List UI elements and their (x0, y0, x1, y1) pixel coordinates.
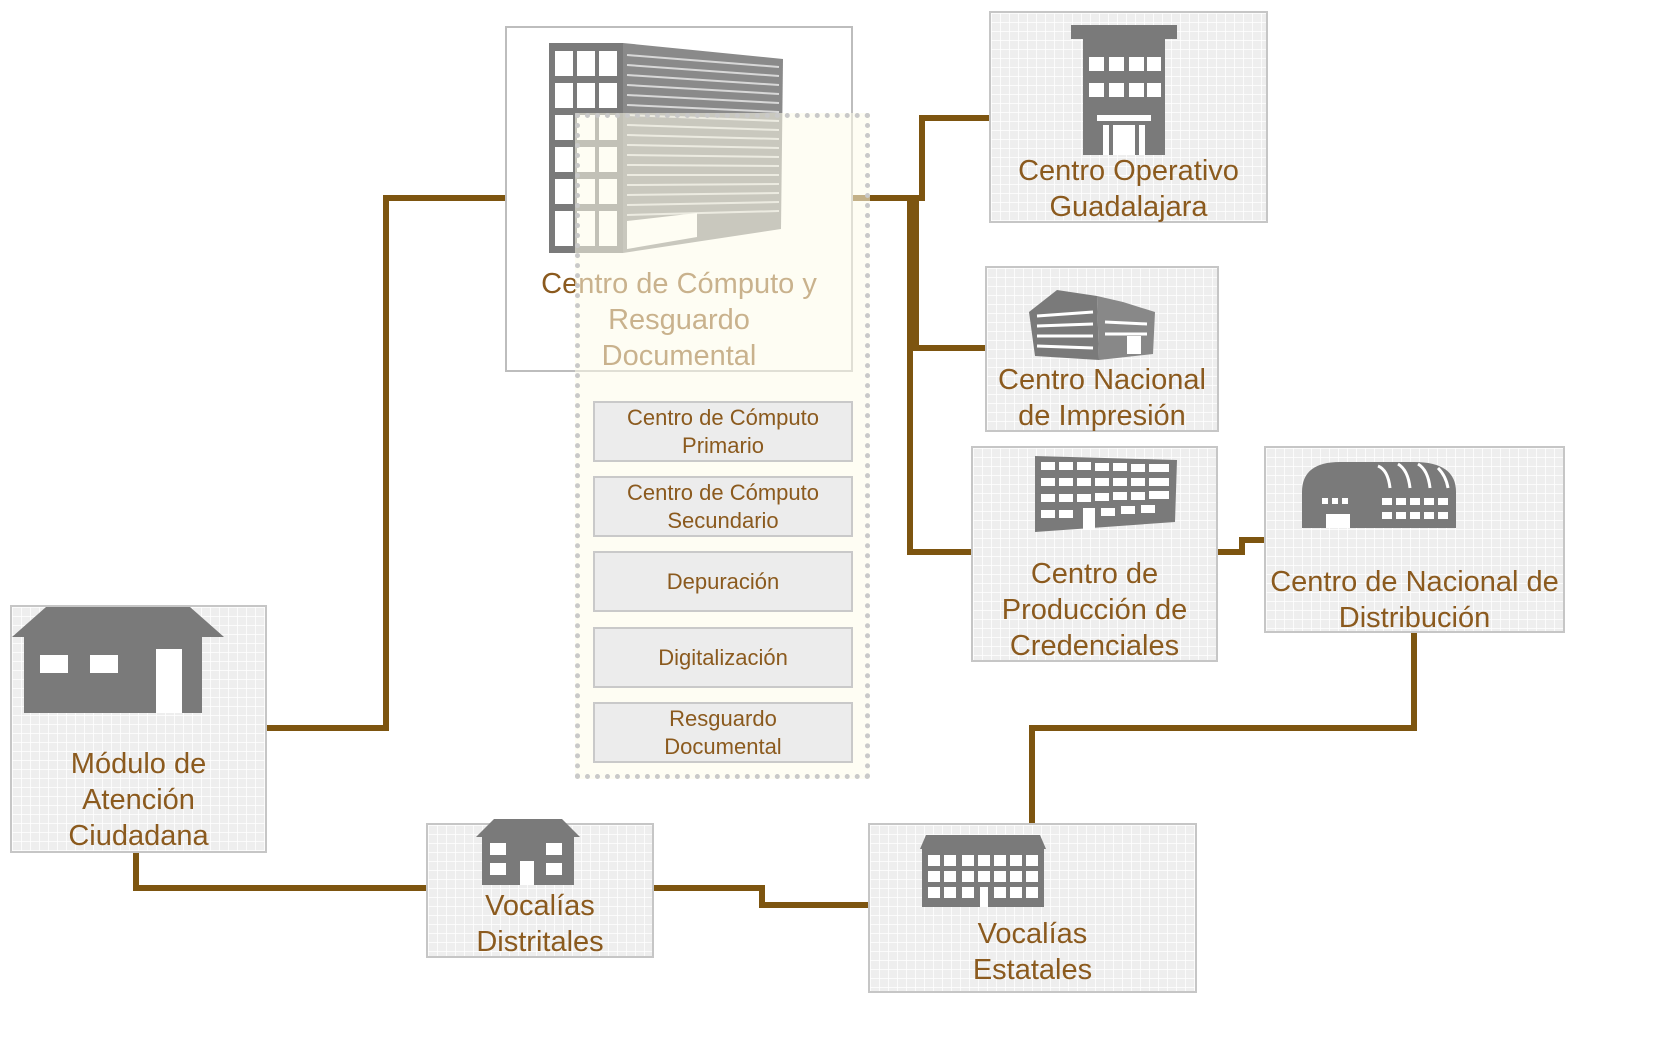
node-centro-distribucion-label: Centro de Nacional de Distribución (1270, 566, 1559, 634)
link-distritales-estatales (653, 885, 868, 908)
node-centro-impresion[interactable]: Centro Nacional de Impresión (985, 266, 1219, 432)
factory-icon (1029, 290, 1155, 360)
node-centro-operativo-label: Centro Operativo Guadalajara (1018, 155, 1239, 223)
node-centro-produccion-label: Centro de Producción de Credenciales (1001, 558, 1188, 662)
house-icon (12, 607, 224, 713)
node-vocalias-distritales[interactable]: Vocalías Distritales (426, 819, 654, 958)
state-building-icon (920, 835, 1046, 907)
component-depuracion[interactable]: Depuración (593, 551, 853, 612)
link-modulo-distritales (133, 853, 426, 891)
node-modulo-atencion[interactable]: Módulo de Atención Ciudadana (10, 605, 267, 853)
node-vocalias-distritales-label: Vocalías Distritales (476, 890, 604, 958)
component-digitalizacion[interactable]: Digitalización (593, 627, 853, 688)
link-computo-produccion (907, 198, 971, 555)
office-block-icon (1035, 456, 1177, 532)
node-centro-impresion-label: Centro Nacional de Impresión (998, 364, 1206, 432)
node-centro-distribucion[interactable]: Centro de Nacional de Distribución (1264, 446, 1565, 634)
small-house-icon (476, 819, 580, 885)
link-computo-impresion (913, 198, 985, 351)
node-vocalias-estatales-label: Vocalías Estatales (972, 918, 1093, 986)
link-distribucion-estatales (1029, 633, 1417, 823)
link-modulo-computo (266, 195, 505, 731)
warehouse-icon (1302, 462, 1456, 528)
node-centro-produccion[interactable]: Centro de Producción de Credenciales (971, 446, 1218, 662)
link-produccion-distribucion (1217, 537, 1264, 555)
node-centro-operativo[interactable]: Centro Operativo Guadalajara (989, 11, 1268, 223)
link-computo-operativo (852, 115, 989, 201)
node-vocalias-estatales[interactable]: Vocalías Estatales (868, 823, 1197, 993)
building-icon (1071, 25, 1177, 155)
node-modulo-atencion-label: Módulo de Atención Ciudadana (68, 748, 209, 852)
